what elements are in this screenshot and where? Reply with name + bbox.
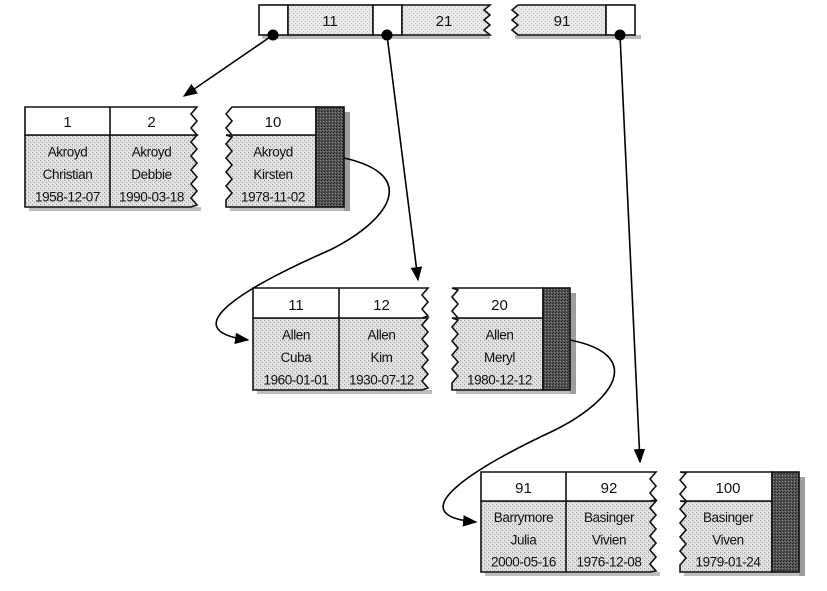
leaf-row-area (224, 134, 317, 208)
leaf-key: 12 (373, 297, 390, 314)
leaf-dob: 1978-11-02 (241, 189, 305, 204)
leaf-header-area (480, 471, 658, 502)
leaf-key: 100 (715, 480, 740, 497)
leaf-last-name: Barrymore (494, 510, 553, 525)
leaf-shadow (485, 572, 660, 576)
root-shadow (515, 35, 641, 39)
leaf-dob: 1990-03-18 (119, 189, 184, 204)
leaf-dob: 1979-01-24 (695, 554, 761, 569)
leaf-last-name: Akroyd (132, 144, 172, 159)
leaf-key: 10 (265, 114, 282, 131)
leaf-dob: 1980-12-12 (467, 372, 532, 387)
leaf-first-name: Meryl (484, 350, 515, 365)
edge-leaf-akroyd-to-leaf-allen (215, 157, 390, 345)
leaf-row-area (24, 134, 199, 208)
leaf-row-area (450, 317, 544, 391)
leaf-last-name: Allen (485, 327, 513, 342)
leaf-first-name: Kim (370, 350, 392, 365)
leaf-header-area (24, 106, 199, 136)
leaf-next-pointer-cell (315, 106, 345, 208)
leaf-dob: 1960-01-01 (263, 372, 328, 387)
leaf-first-name: Cuba (281, 350, 313, 365)
leaf-key: 1 (63, 114, 71, 131)
leaf-shadow (570, 293, 576, 394)
leaf-last-name: Allen (367, 327, 395, 342)
leaf-shadow (456, 390, 574, 394)
leaf-header-area (252, 287, 430, 319)
edge-root-to-leaf-akroyd (182, 34, 274, 97)
edge-root-to-leaf-allen (386, 34, 423, 282)
leaf-key: 91 (515, 480, 532, 497)
root-node: 11 21 91 (258, 4, 641, 41)
leaf-row-area (678, 500, 773, 573)
edge-leaf-allen-to-leaf-barrymore (442, 339, 616, 527)
leaf-first-name: Viven (712, 532, 744, 547)
leaf-last-name: Allen (282, 327, 310, 342)
leaf-dob: 1958-12-07 (35, 189, 100, 204)
leaf-key: 20 (491, 297, 508, 314)
leaf-next-pointer-cell (542, 287, 571, 391)
leaf-dob: 2000-05-16 (491, 554, 556, 569)
root-key-cell-2 (401, 4, 493, 36)
leaf-next-pointer-cell (771, 471, 800, 573)
leaf-shadow (257, 390, 432, 394)
leaf-last-name: Basinger (703, 510, 754, 525)
leaf-key: 2 (147, 114, 155, 131)
leaf-shadow (684, 572, 803, 576)
leaf-first-name: Debbie (131, 167, 171, 182)
leaf-row-area (252, 317, 430, 391)
root-key-1: 11 (322, 13, 338, 30)
leaf-key: 92 (601, 480, 618, 497)
root-key-3: 91 (554, 13, 571, 30)
leaf-shadow (230, 207, 348, 211)
leaf-shadow (29, 207, 201, 211)
root-key-2: 21 (436, 13, 453, 30)
leaf-last-name: Basinger (584, 510, 635, 525)
leaf-dob: 1930-07-12 (349, 372, 414, 387)
leaf-shadow (799, 477, 805, 576)
leaf-row-area (480, 500, 658, 573)
leaf-key: 11 (288, 297, 304, 314)
leaf-first-name: Kirsten (253, 167, 292, 182)
leaf-shadow (344, 112, 350, 211)
leaf-dob: 1976-12-08 (576, 554, 641, 569)
leaf-last-name: Akroyd (48, 144, 88, 159)
leaf-first-name: Vivien (592, 532, 626, 547)
leaf-last-name: Akroyd (253, 144, 293, 159)
edge-root-to-leaf-barrymore (619, 34, 646, 464)
leaf-first-name: Julia (511, 532, 538, 547)
root-shadow (262, 35, 490, 39)
leaf-first-name: Christian (43, 167, 93, 182)
